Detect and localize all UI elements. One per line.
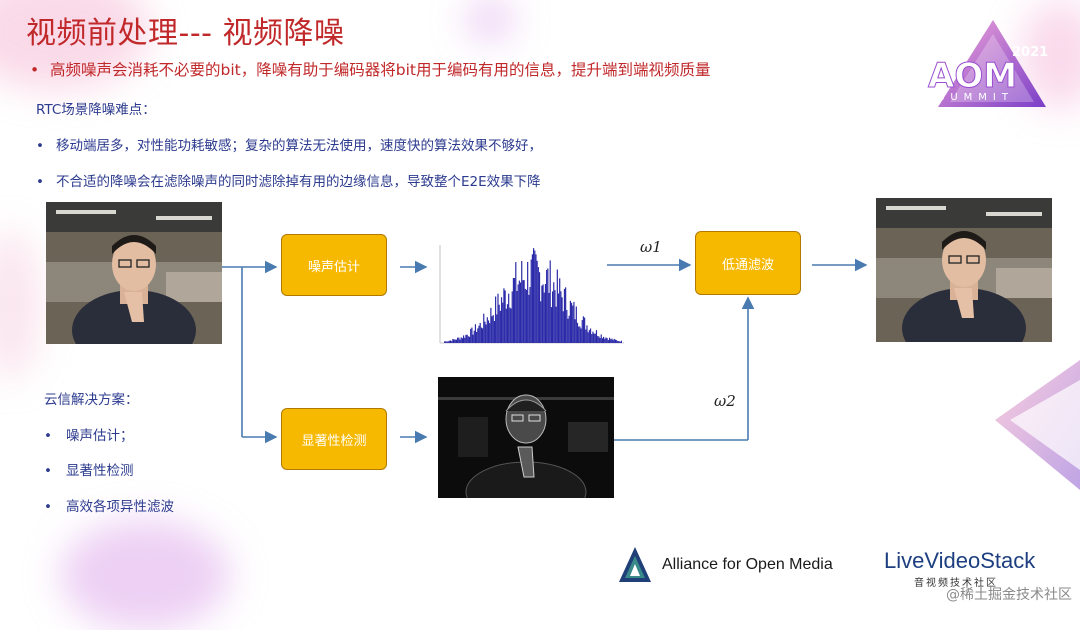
flow-connectors: [0, 0, 1080, 608]
lowpass-filter-label: 低通滤波: [722, 254, 774, 273]
noise-estimation-box: 噪声估计: [281, 234, 387, 296]
omega2-label: ω2: [714, 392, 736, 410]
livevideostack-logo: LiveVideoStack: [884, 548, 1035, 574]
lowpass-filter-box: 低通滤波: [695, 231, 801, 295]
juejin-watermark: @稀土掘金技术社区: [946, 584, 1072, 604]
saliency-detection-box: 显著性检测: [281, 408, 387, 470]
noise-estimation-label: 噪声估计: [308, 256, 360, 275]
solution-text: 显著性检测: [66, 463, 134, 479]
solution-text: 噪声估计；: [66, 428, 134, 444]
solution-item: •噪声估计；: [44, 424, 134, 444]
bullet-dot: •: [44, 463, 66, 479]
saliency-detection-label: 显著性检测: [301, 430, 366, 449]
aom-logo-icon: [618, 546, 652, 584]
omega1-label: ω1: [640, 238, 662, 256]
solution-text: 高效各项异性滤波: [66, 499, 174, 515]
solution-item: •高效各项异性滤波: [44, 495, 174, 515]
bullet-dot: •: [44, 499, 66, 515]
solution-heading: 云信解决方案：: [44, 388, 139, 408]
aom-label: Alliance for Open Media: [662, 556, 833, 574]
bullet-dot: •: [44, 428, 66, 444]
solution-item: •显著性检测: [44, 459, 134, 479]
